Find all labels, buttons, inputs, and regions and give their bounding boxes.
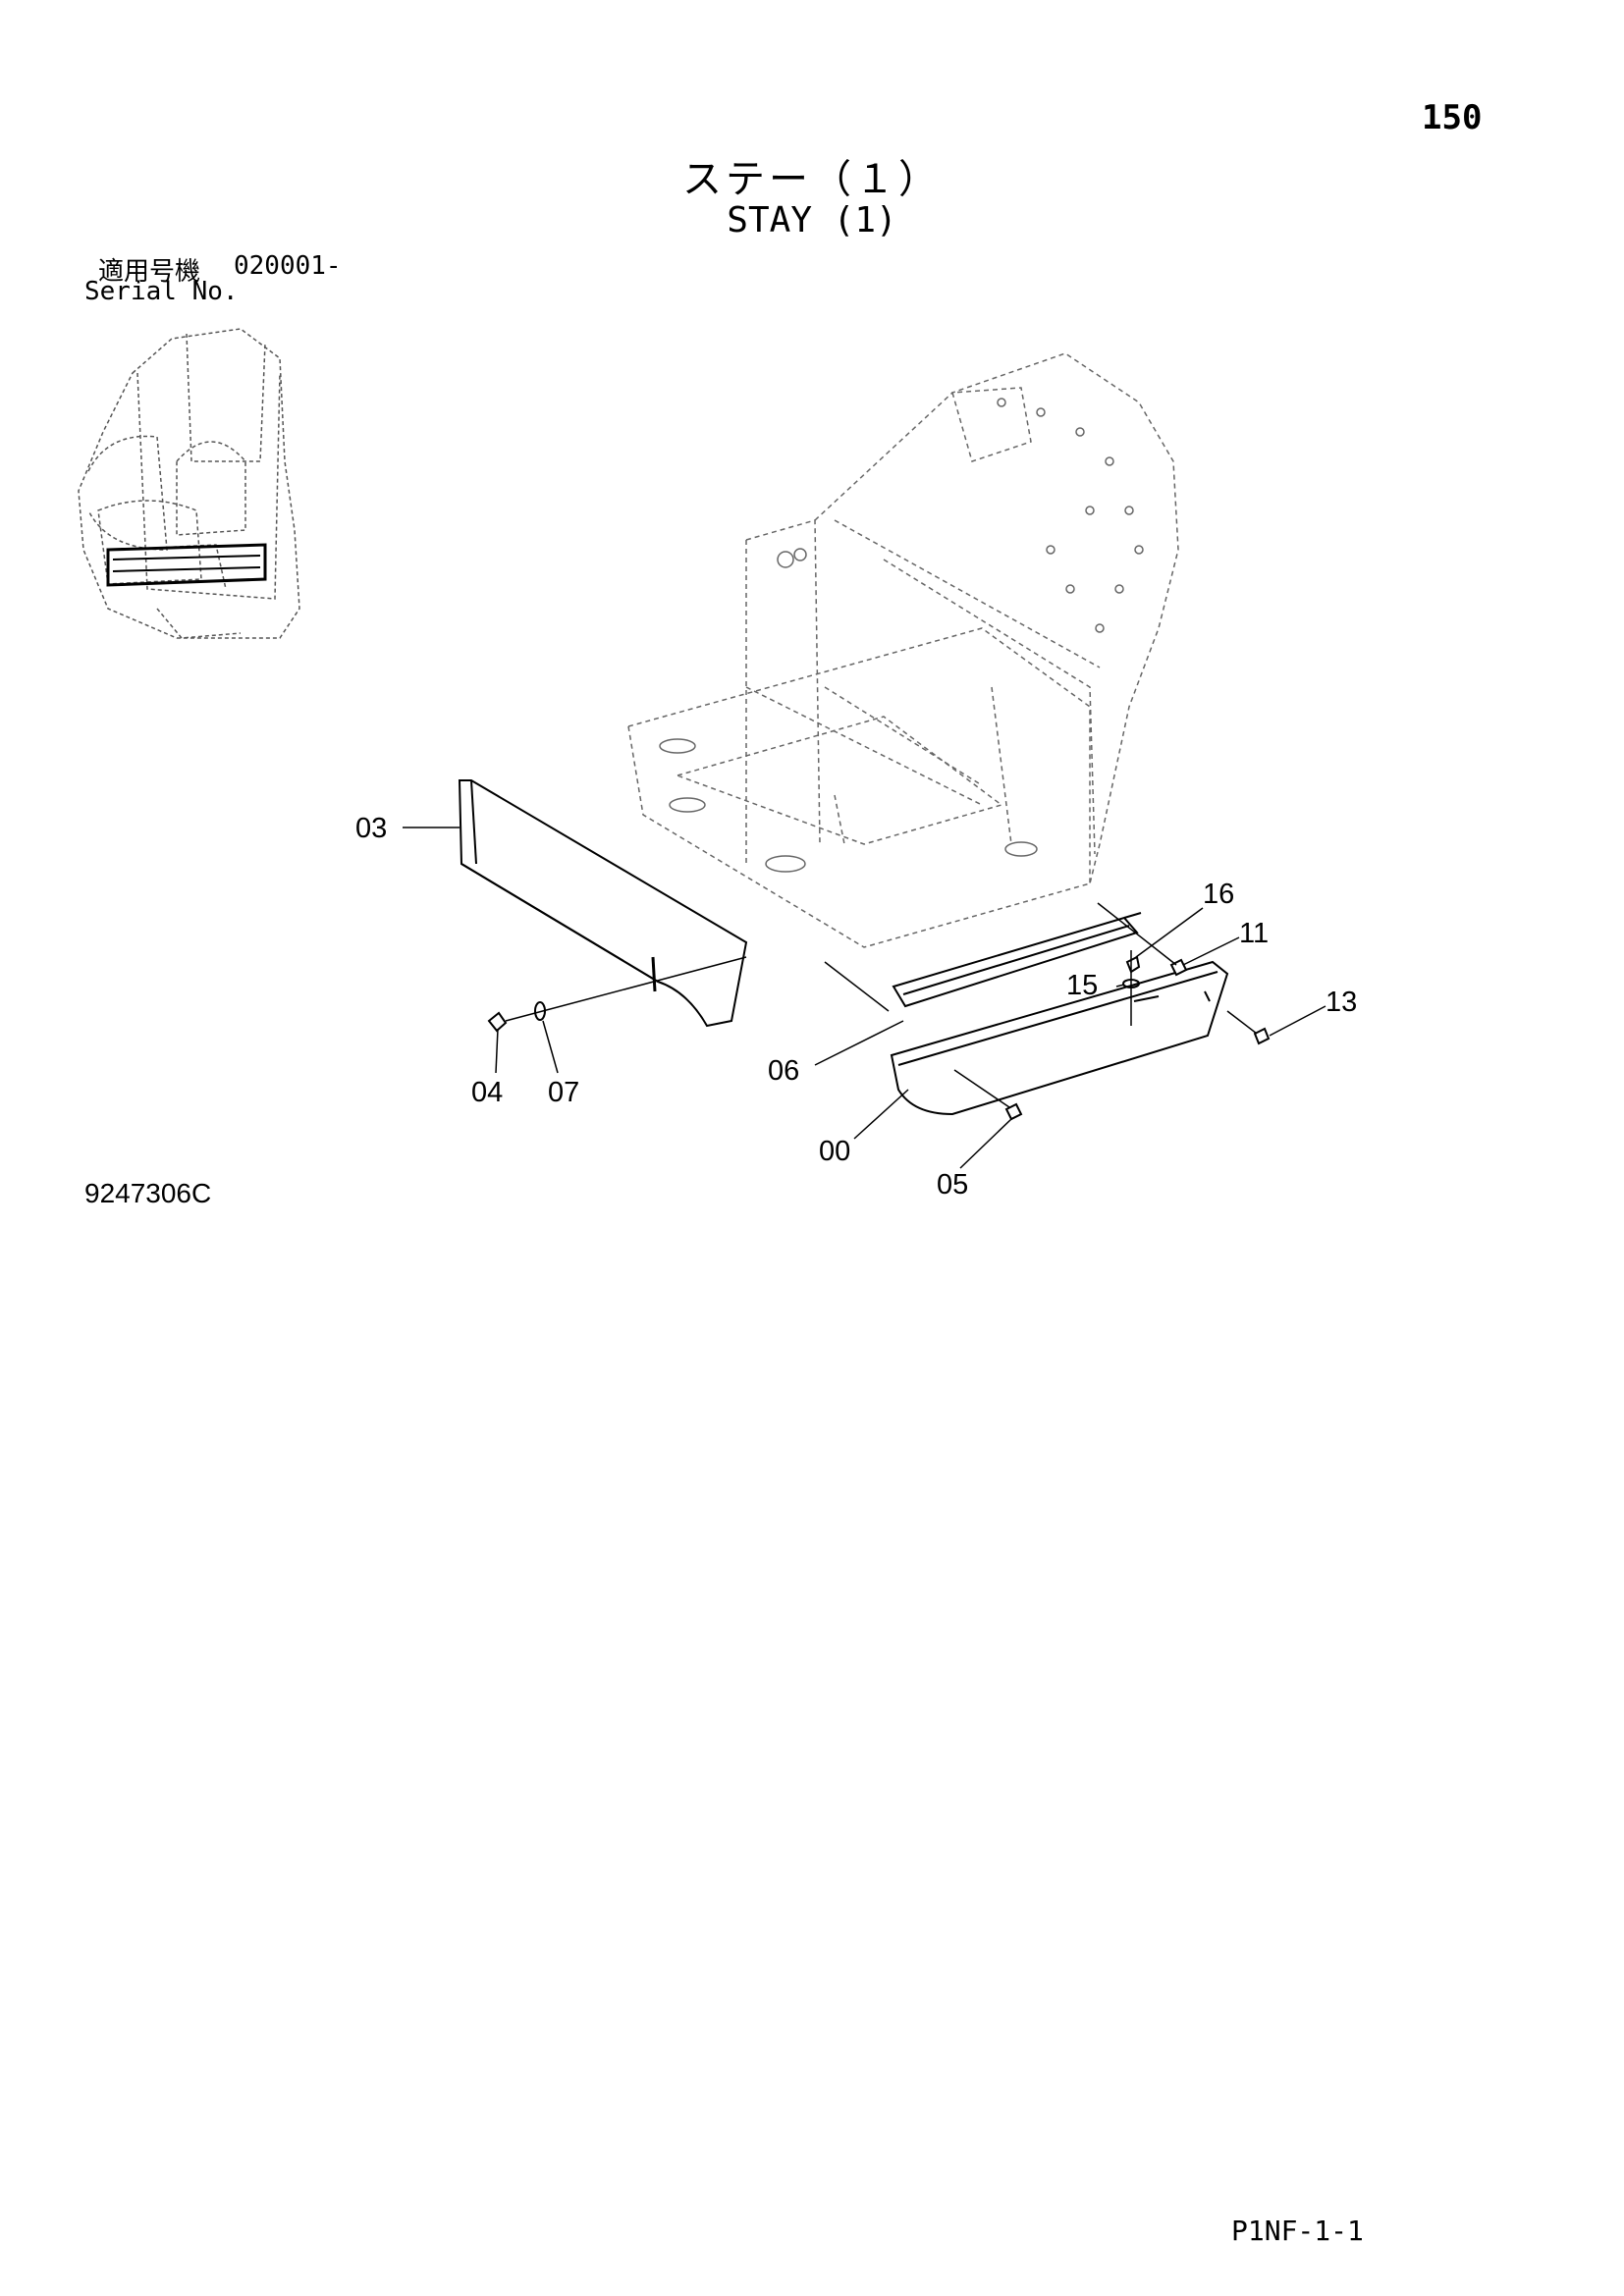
callout-11: 11 <box>1239 918 1269 949</box>
page-title-english: STAY (1) <box>727 200 897 240</box>
part-05-bolt <box>1004 1102 1023 1121</box>
callout-15: 15 <box>1066 970 1098 1001</box>
callout-03: 03 <box>355 813 387 844</box>
drawing-number: 9247306C <box>84 1178 212 1208</box>
frame-holes <box>659 398 1144 873</box>
callout-07: 07 <box>548 1077 579 1108</box>
upper-frame-reference <box>627 352 1179 948</box>
assembly-lines <box>505 902 1258 1108</box>
part-16-bolt <box>1125 955 1141 974</box>
locator-thumbnail <box>78 328 300 639</box>
page-code: P1NF-1-1 <box>1231 2215 1364 2247</box>
page-number: 150 <box>1422 98 1483 137</box>
callout-16: 16 <box>1203 879 1234 910</box>
callout-04: 04 <box>471 1077 503 1108</box>
callout-06: 06 <box>768 1055 799 1087</box>
part-06-front-rail <box>892 912 1142 1008</box>
callout-13: 13 <box>1326 987 1357 1018</box>
serial-label-japanese: 適用号機 <box>98 257 201 287</box>
callout-05: 05 <box>937 1169 968 1201</box>
serial-number-value: 020001- <box>234 251 342 281</box>
leader-lines <box>403 827 1326 1169</box>
page-title-japanese: ステー（１） <box>682 157 942 202</box>
part-04-bolt <box>487 1011 508 1033</box>
serial-label-english: Serial No. <box>84 277 239 306</box>
part-03-left-stay <box>458 779 748 1028</box>
part-13-bolt <box>1253 1027 1271 1045</box>
part-00-front-stay <box>890 960 1229 1116</box>
callout-00: 00 <box>819 1136 850 1167</box>
locator-highlight-stay <box>106 543 267 587</box>
